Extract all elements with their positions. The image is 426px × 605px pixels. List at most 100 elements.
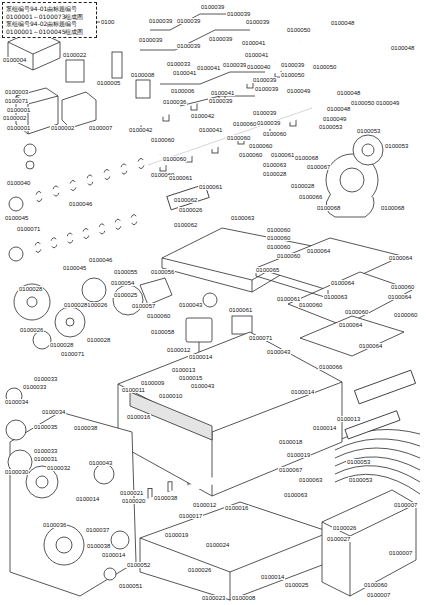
callout-number: 0100060 (238, 152, 263, 158)
callout-number: 0100062 (173, 222, 198, 228)
callout-number: 0100043 (178, 302, 203, 308)
part-outline (28, 96, 58, 104)
callout-number: 0100041 (198, 127, 223, 133)
callout-number: 0100036 (162, 99, 187, 105)
part-outline (22, 158, 158, 202)
callout-number: 0100017 (178, 513, 203, 519)
callout-number: 0100060 (393, 312, 418, 318)
callout-number: 0100060 (146, 313, 171, 319)
callout-number: 0100071 (60, 351, 85, 357)
callout-number: 0100014 (260, 574, 285, 580)
callout-number: 0100033 (33, 448, 58, 454)
callout-number: 0100001 (6, 125, 31, 131)
callout-number: 0100007 (388, 550, 413, 556)
callout-number: 0100064 (358, 343, 383, 349)
callout-number: 0100028 (290, 183, 315, 189)
part-outline (232, 316, 252, 334)
title-box: 泵组编号94-01由标题编号 0100001～0100073组成图泵组编号94-… (2, 2, 97, 38)
callout-number: 0100041 (244, 52, 269, 58)
callout-number: 0100002 (2, 115, 27, 121)
callout-number: 0100034 (4, 399, 29, 405)
callout-number: 0100060 (298, 302, 323, 308)
title-text: 泵组编号94-02由标题编号 0100001～0100045组成图 (6, 20, 93, 35)
part-outline (36, 476, 48, 488)
part-outline (256, 268, 328, 298)
callout-number: 0100023 (201, 595, 226, 601)
callout-number: 0100041 (210, 90, 235, 96)
callout-number: 0100031 (33, 456, 58, 462)
part-outline (140, 278, 172, 305)
callout-number: 0100025 (113, 292, 138, 298)
callout-number: 0100039 (200, 4, 225, 10)
title-text: 泵组编号94-01由标题编号 0100001～0100073组成图 (6, 5, 93, 20)
callout-number: 0100039 (252, 77, 277, 83)
callout-number: 0100060 (390, 284, 415, 290)
part-outline (345, 411, 400, 439)
part-outline (55, 307, 85, 337)
callout-number: 0100033 (166, 61, 191, 67)
part-outline (66, 318, 74, 326)
callout-number: 0100053 (384, 143, 409, 149)
callout-number: 0100065 (255, 267, 280, 273)
callout-number: 0100068 (316, 205, 341, 211)
callout-number: 0100026 (332, 525, 357, 531)
callout-number: 0100045 (62, 265, 87, 271)
callout-number: 0100039 (138, 37, 163, 43)
callout-number: 0100046 (88, 257, 113, 263)
callout-number: 0100039 (148, 18, 173, 24)
callout-number: 0100063 (283, 492, 308, 498)
callout-number: 0100050 (286, 27, 311, 33)
callout-number: 0100050 (280, 72, 305, 78)
part-outline (22, 215, 150, 252)
callout-number: 0100012 (192, 502, 217, 508)
part-outline (140, 532, 330, 572)
callout-number: 0100043 (190, 383, 215, 389)
callout-number: 0100042 (190, 113, 215, 119)
callout-number: 0100071 (16, 226, 41, 232)
part-outline (168, 482, 172, 492)
callout-number: 0100060 (248, 143, 273, 149)
callout-number: 0100060 (276, 253, 301, 259)
callout-number: 0100050 (350, 100, 375, 106)
part-outline (82, 278, 106, 302)
part-outline (27, 297, 37, 307)
part-outline (335, 466, 420, 482)
part-outline (350, 536, 351, 596)
callout-number: 0100054 (110, 280, 135, 286)
part-outline (111, 531, 129, 549)
part-outline (8, 42, 60, 54)
callout-number: 0100020 (121, 498, 146, 504)
callout-number: 0100061 (198, 184, 223, 190)
callout-number: 0100060 (344, 309, 369, 315)
callout-number: 0100028 (86, 337, 111, 343)
callout-number: 0100034 (41, 409, 66, 415)
callout-number: 0100025 (284, 582, 309, 588)
callout-number: 0100064 (338, 322, 363, 328)
callout-number: 0100007 (393, 502, 418, 508)
part-outline (340, 168, 364, 192)
callout-number: 0100040 (246, 64, 271, 70)
part-outline (26, 161, 34, 169)
callout-number: 0100036 (42, 522, 67, 528)
callout-number: 0100053 (348, 477, 373, 483)
callout-number: 0100060 (162, 156, 187, 162)
part-outline (148, 108, 312, 165)
callout-number: 0100071 (248, 335, 273, 341)
callout-number: 0100014 (101, 552, 126, 558)
callout-number: 0100066 (298, 194, 323, 200)
part-outline (22, 158, 158, 202)
callout-number: 0100053 (318, 124, 343, 130)
callout-number: 0100039 (208, 36, 233, 42)
callout-number: 0100048 (336, 90, 361, 96)
callout-number: 0100016 (224, 505, 249, 511)
part-outline (136, 80, 150, 98)
callout-number: 0100052 (126, 562, 151, 568)
part-outline (130, 462, 270, 508)
callout-number: 0100042 (128, 127, 153, 133)
callout-number: 0100016 (126, 414, 151, 420)
part-outline (370, 40, 390, 90)
callout-number: 0100041 (241, 40, 266, 46)
callout-number: 0100011 (121, 387, 146, 393)
callout-number: 0100014 (75, 496, 100, 502)
part-outline (322, 504, 416, 536)
